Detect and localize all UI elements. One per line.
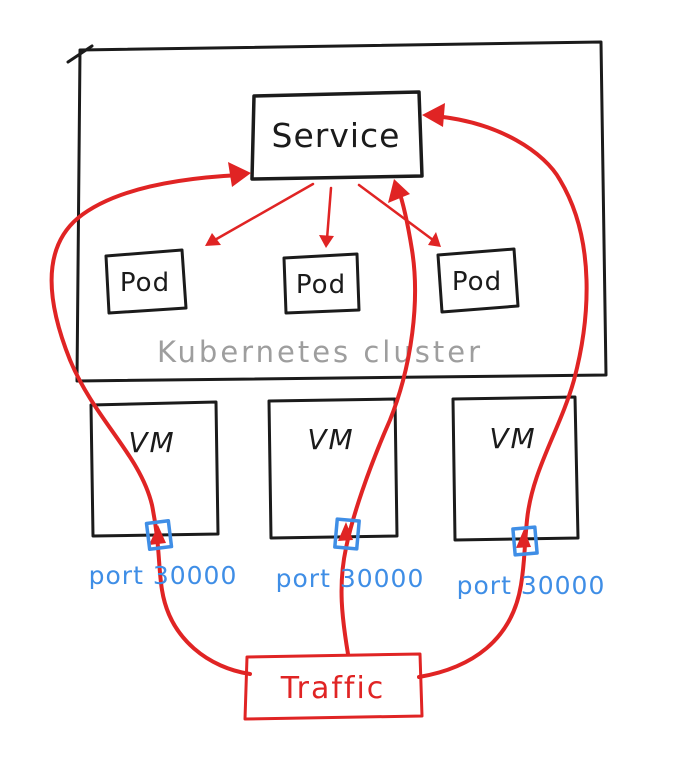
- cluster-corner-overshoot: [66, 44, 94, 64]
- arrowhead-pod-1: [205, 233, 221, 246]
- pod-box-2: [282, 252, 361, 315]
- arrowhead-pod-3: [428, 232, 441, 247]
- vm-box-1: [89, 400, 220, 538]
- pod-label-2: Pod: [296, 270, 346, 300]
- port-square-3: [511, 525, 539, 557]
- vm-label-1: VM: [128, 426, 175, 459]
- port-labels: port 30000 port 30000 port 30000: [89, 561, 606, 600]
- vm-box-2: [267, 397, 399, 540]
- arrowhead-port-2: [338, 522, 353, 541]
- vm-label-2: VM: [307, 423, 354, 456]
- traffic-line-middle: [339, 186, 417, 656]
- pod-box-3: [436, 247, 520, 314]
- pod-label-3: Pod: [452, 267, 502, 297]
- kubernetes-cluster-box: [75, 40, 608, 383]
- port-square-2: [333, 517, 361, 551]
- arrowhead-service-left: [228, 162, 251, 187]
- port-squares: [144, 517, 539, 557]
- traffic-box: [243, 652, 424, 721]
- traffic-label: Traffic: [280, 671, 386, 706]
- port-label-3: port 30000: [457, 571, 606, 600]
- black-ink-shapes: [66, 40, 608, 542]
- service-label: Service: [272, 116, 401, 155]
- service-to-pod-arrow-2: [325, 186, 333, 241]
- port-label-2: port 30000: [276, 564, 425, 593]
- pod-box-1: [104, 248, 188, 315]
- arrowhead-service-bottom: [388, 179, 410, 203]
- red-fills: Traffic: [149, 103, 531, 706]
- arrowhead-pod-2: [319, 235, 334, 248]
- arrowhead-service-topright: [422, 103, 445, 127]
- cluster-label: Kubernetes cluster: [157, 335, 483, 369]
- vm-box-3: [451, 395, 580, 542]
- port-square-1: [144, 519, 174, 551]
- traffic-line-left: [49, 173, 252, 676]
- vm-label-3: VM: [489, 422, 536, 455]
- service-to-pod-arrow-3: [357, 183, 435, 242]
- pod-label-1: Pod: [120, 268, 170, 298]
- black-labels: Service Pod Pod Pod VM VM VM: [120, 116, 536, 459]
- service-box: [250, 90, 424, 181]
- traffic-line-right: [417, 114, 589, 679]
- service-to-pod-arrow-1: [211, 182, 315, 243]
- arrowhead-port-1: [149, 525, 166, 545]
- red-strokes: [49, 114, 589, 721]
- port-label-1: port 30000: [89, 561, 238, 590]
- arrowhead-port-3: [516, 529, 531, 548]
